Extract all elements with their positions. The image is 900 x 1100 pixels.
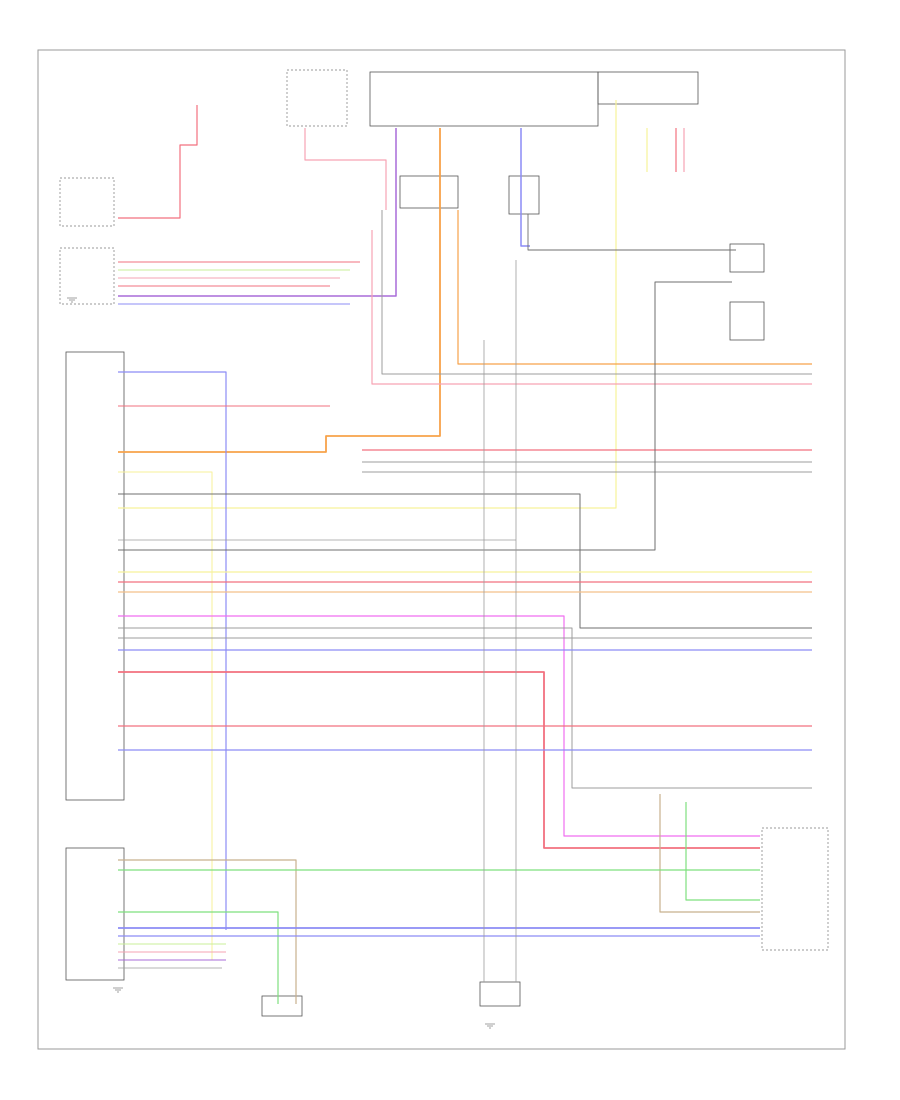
wire-green-8 [685, 802, 760, 901]
fuse-box-left [286, 69, 348, 127]
fuse-box-center [369, 71, 599, 127]
relay-box-right [597, 71, 699, 105]
wire-tan-8 [659, 794, 760, 913]
relay-center [508, 175, 540, 215]
wire-violet-1 [118, 128, 397, 297]
wire-blue-top [520, 128, 530, 247]
wire-pink-bus [371, 230, 812, 385]
wire-yellow-ecu [118, 471, 213, 960]
connector-mid-right [729, 301, 765, 341]
relay-left [399, 175, 459, 209]
ground-symbol-2 [485, 1023, 495, 1029]
wire-dark-2 [118, 281, 732, 551]
sensor-bottom-left [261, 995, 303, 1017]
wire-dark-top [527, 214, 736, 251]
wire-yellow-long [118, 100, 617, 509]
wire-dark-1 [118, 493, 812, 629]
wires-layer [118, 100, 812, 1004]
connector-b [59, 247, 115, 305]
wire-orange-1 [118, 128, 441, 453]
wire-red-top [118, 105, 198, 219]
ground-symbol-3 [113, 987, 123, 993]
wire-gray-4 [118, 627, 812, 789]
wire-blue-ecu [118, 371, 227, 930]
ecu-main [65, 351, 125, 801]
wire-gray-bus [381, 210, 812, 375]
connector-top-right [729, 243, 765, 273]
grounds-layer [67, 297, 495, 1029]
wire-pink-top [304, 128, 387, 210]
connector-a [59, 177, 115, 227]
wire-green-s2 [118, 911, 279, 1004]
wire-red-6 [118, 671, 760, 849]
wire-tan-s1 [118, 859, 297, 1004]
component-right [761, 827, 829, 951]
switch-bottom-center [479, 981, 521, 1007]
ground-symbol-1 [67, 297, 77, 303]
ecu-secondary [65, 847, 125, 981]
diagram-frame [37, 49, 846, 1050]
wire-orange-bus [457, 210, 812, 365]
